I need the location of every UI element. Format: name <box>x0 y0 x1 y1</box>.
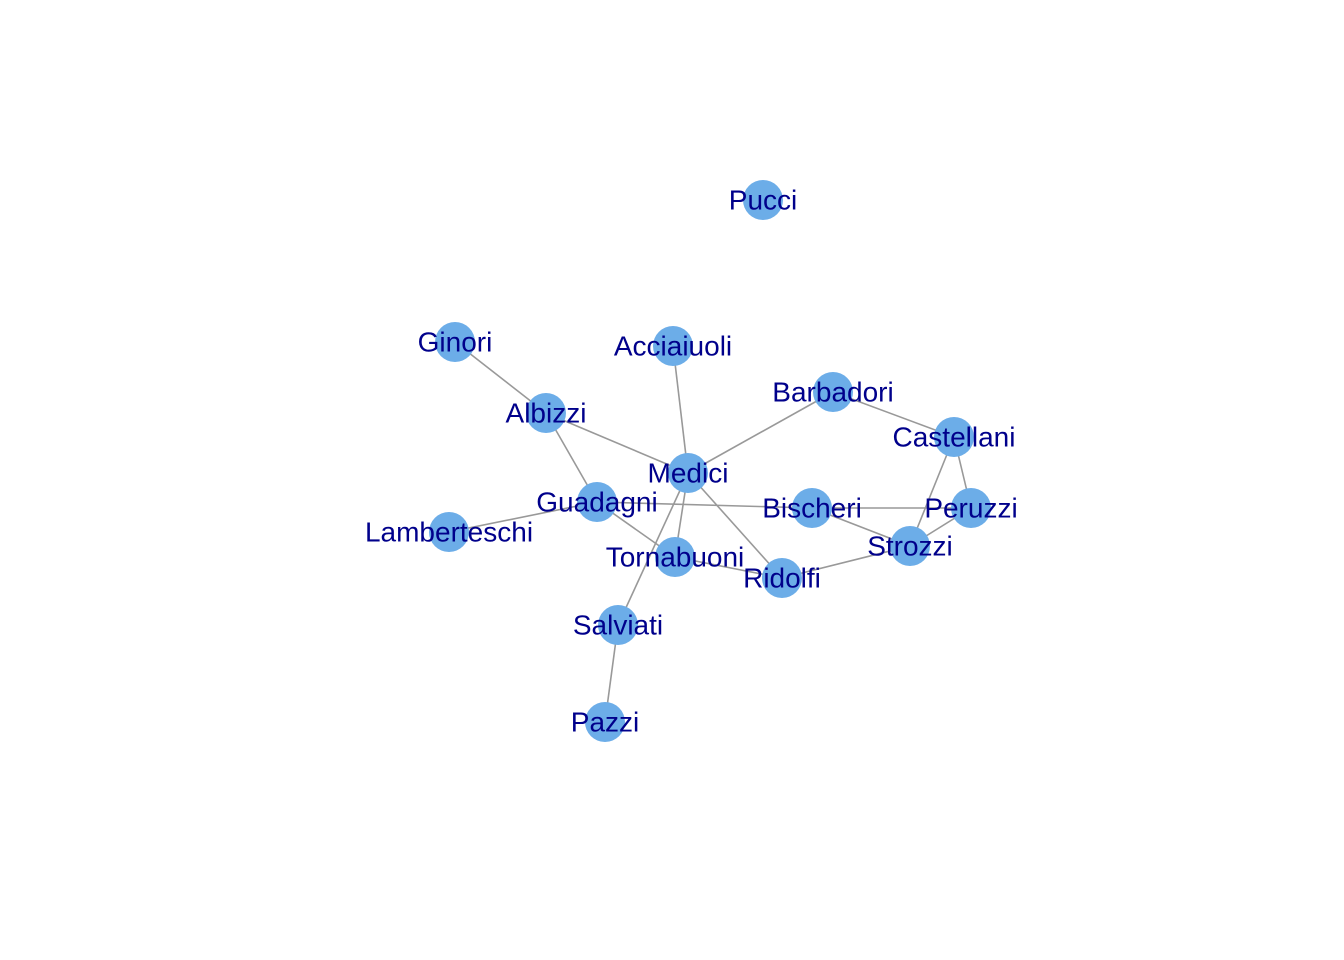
node-label-ginori: Ginori <box>418 327 493 358</box>
node-lamberteschi <box>429 512 469 552</box>
node-peruzzi <box>951 488 991 528</box>
node-castellani <box>934 417 974 457</box>
node-salviati <box>598 605 638 645</box>
edge-ridolfi-strozzi <box>781 545 911 579</box>
node-strozzi <box>890 526 930 566</box>
nodes-layer <box>429 180 991 742</box>
node-barbadori <box>813 372 853 412</box>
node-pucci <box>743 180 783 220</box>
node-label-salviati: Salviati <box>573 610 663 641</box>
edge-acciaiuoli-medici <box>672 345 689 474</box>
edge-barbadori-medici <box>687 391 834 474</box>
node-albizzi <box>526 393 566 433</box>
node-label-strozzi: Strozzi <box>867 531 953 562</box>
node-label-castellani: Castellani <box>893 422 1016 453</box>
edge-bischeri-guadagni <box>596 501 813 509</box>
node-pazzi <box>585 702 625 742</box>
node-ginori <box>435 322 475 362</box>
edge-albizzi-medici <box>545 412 689 474</box>
node-ridolfi <box>762 558 802 598</box>
node-label-medici: Medici <box>648 458 729 489</box>
edge-medici-ridolfi <box>687 472 783 579</box>
edge-guadagni-lamberteschi <box>448 501 598 533</box>
node-label-pazzi: Pazzi <box>571 707 639 738</box>
node-label-albizzi: Albizzi <box>506 398 587 429</box>
node-label-tornabuoni: Tornabuoni <box>606 542 745 573</box>
node-label-lamberteschi: Lamberteschi <box>365 517 533 548</box>
node-bischeri <box>792 488 832 528</box>
node-tornabuoni <box>655 537 695 577</box>
node-medici <box>668 453 708 493</box>
edge-medici-salviati <box>617 472 689 626</box>
node-label-ridolfi: Ridolfi <box>743 563 821 594</box>
node-label-guadagni: Guadagni <box>536 487 657 518</box>
node-acciaiuoli <box>653 326 693 366</box>
node-label-barbadori: Barbadori <box>772 377 893 408</box>
node-label-pucci: Pucci <box>729 185 797 216</box>
node-guadagni <box>577 482 617 522</box>
node-label-bischeri: Bischeri <box>762 493 862 524</box>
edge-barbadori-castellani <box>832 391 955 438</box>
node-label-peruzzi: Peruzzi <box>924 493 1017 524</box>
node-label-acciaiuoli: Acciaiuoli <box>614 331 732 362</box>
